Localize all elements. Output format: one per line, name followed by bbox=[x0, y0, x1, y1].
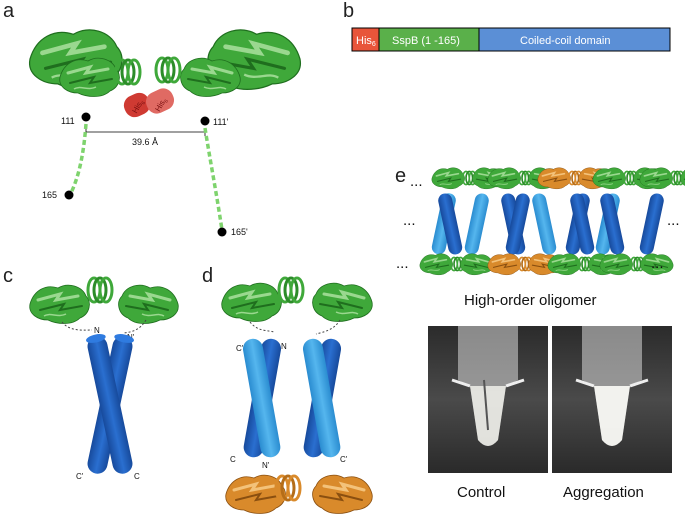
panel-letter-a: a bbox=[3, 0, 15, 22]
ellipsis-mid-right: ... bbox=[667, 212, 680, 229]
sspb-right-lobe-lower bbox=[179, 56, 242, 98]
disordered-tail-left bbox=[68, 123, 88, 196]
residue-marker-111-prime bbox=[200, 116, 210, 126]
label-d-bot-c-prime: C' bbox=[340, 455, 348, 464]
label-d-top-n: N bbox=[281, 342, 287, 351]
residue-label-111: 111 bbox=[61, 116, 75, 126]
panel-letter-e: e bbox=[395, 165, 406, 187]
photo-aggregation bbox=[552, 326, 672, 473]
domain-his-label: His6 bbox=[356, 35, 376, 48]
oligomer-bottom-row bbox=[420, 254, 673, 275]
linker-d-top-right bbox=[315, 319, 341, 335]
panel-letter-c: c bbox=[3, 265, 13, 287]
domain-bar: His6 SspB (1 -165) Coiled-coil domain bbox=[351, 27, 671, 52]
oligomer-coil-rods bbox=[431, 193, 664, 255]
aggregation-label: Aggregation bbox=[563, 484, 644, 501]
panel-a-structure: His6 His6 bbox=[30, 30, 301, 118]
residue-label-165: 165 bbox=[42, 190, 57, 200]
control-label: Control bbox=[457, 484, 505, 501]
residue-label-165-prime: 165' bbox=[231, 227, 248, 237]
linker-right bbox=[123, 319, 147, 334]
residue-marker-165 bbox=[64, 190, 74, 200]
label-c-c: C bbox=[134, 472, 140, 481]
disordered-tail-right bbox=[203, 127, 224, 231]
panel-letter-d: d bbox=[202, 265, 213, 287]
panel-letter-b: b bbox=[343, 0, 354, 22]
linker-left bbox=[61, 321, 93, 331]
coil-rod-d-4 bbox=[302, 338, 341, 458]
domain-coiled-coil bbox=[478, 27, 671, 52]
residue-marker-165-prime bbox=[217, 227, 227, 237]
ellipsis-top-left: ... bbox=[410, 173, 423, 190]
ellipsis-bottom-right: ... bbox=[651, 255, 664, 272]
linker-d-top-left bbox=[249, 321, 275, 333]
panel-c-sspb-dimer bbox=[28, 276, 180, 325]
coiled-coil-d bbox=[242, 338, 342, 458]
ellipsis-mid-left: ... bbox=[403, 212, 416, 229]
distance-label: 39.6 Å bbox=[132, 137, 158, 147]
central-helix-right bbox=[154, 56, 182, 84]
oligomer-caption: High-order oligomer bbox=[464, 292, 597, 309]
panel-d-bottom-dimer bbox=[224, 473, 374, 515]
distance-arrow bbox=[85, 128, 206, 136]
label-d-bot-n-prime: N' bbox=[262, 461, 270, 470]
ellipsis-bottom-left: ... bbox=[396, 255, 409, 272]
panel-d-top-dimer bbox=[220, 276, 374, 323]
oligomer-top-row bbox=[432, 168, 685, 189]
coiled-coil-c bbox=[86, 334, 134, 474]
coil-rod-c-2 bbox=[87, 336, 133, 474]
sspb-left-lobe-lower bbox=[58, 56, 121, 98]
his-tag-right: His6 bbox=[145, 88, 175, 114]
residue-label-111-prime: 111' bbox=[213, 117, 229, 127]
label-d-top-c-prime: C' bbox=[236, 344, 244, 353]
label-n-c: N bbox=[94, 326, 100, 335]
domain-coil-label: Coiled-coil domain bbox=[520, 35, 611, 47]
residue-marker-111 bbox=[81, 112, 91, 122]
label-c-prime-c: C' bbox=[76, 472, 84, 481]
label-d-bot-c: C bbox=[230, 455, 236, 464]
his-tag-left: His6 bbox=[123, 92, 151, 118]
domain-sspb-label: SspB (1 -165) bbox=[392, 35, 460, 47]
photo-control bbox=[428, 326, 548, 473]
coil-rod-d-2 bbox=[242, 338, 281, 458]
